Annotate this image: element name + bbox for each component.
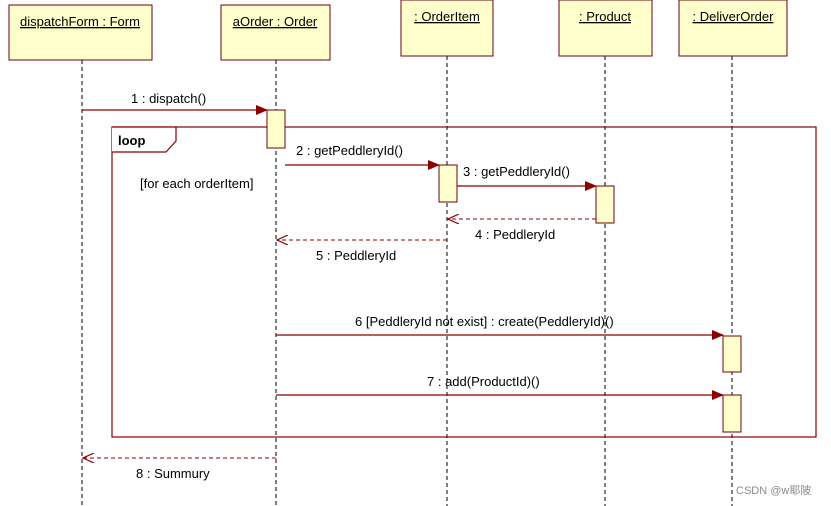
message-5[interactable]: 5 : PeddleryId <box>277 240 447 263</box>
lifeline-header-orderitem[interactable]: : OrderItem <box>400 0 494 57</box>
message-6[interactable]: 6 [PeddleryId not exist] : create(Peddle… <box>276 314 724 340</box>
watermark-text: CSDN @w耶陂 <box>736 483 811 497</box>
loop-keyword: loop <box>118 133 145 148</box>
lifeline-header-product[interactable]: : Product <box>558 0 653 57</box>
lifeline-label: : OrderItem <box>414 9 480 24</box>
lifeline-header-form[interactable]: dispatchForm : Form <box>8 4 153 61</box>
activation-deliverorder-1 <box>722 335 742 373</box>
lifeline-header-deliverorder[interactable]: : DeliverOrder <box>678 0 788 57</box>
message-8[interactable]: 8 : Summury <box>83 458 276 481</box>
message-2[interactable]: 2 : getPeddleryId() <box>285 143 440 170</box>
lifeline-label: : Product <box>579 9 631 24</box>
message-1[interactable]: 1 : dispatch() <box>82 91 268 115</box>
activation-deliverorder-2 <box>722 394 742 433</box>
lifeline-label: dispatchForm : Form <box>20 14 140 29</box>
activation-orderitem <box>438 164 458 203</box>
message-label: 3 : getPeddleryId() <box>463 164 570 179</box>
message-label: 1 : dispatch() <box>131 91 206 106</box>
message-label: 4 : PeddleryId <box>475 227 555 242</box>
lifeline-header-order[interactable]: aOrder : Order <box>220 4 331 61</box>
activation-order <box>266 109 286 149</box>
loop-guard: [for each orderItem] <box>140 176 253 191</box>
lifeline-label: : DeliverOrder <box>693 9 775 24</box>
message-4[interactable]: 4 : PeddleryId <box>448 219 596 242</box>
loop-tab <box>112 126 177 153</box>
message-7[interactable]: 7 : add(ProductId)() <box>276 374 724 400</box>
message-label: 8 : Summury <box>136 466 210 481</box>
message-label: 7 : add(ProductId)() <box>427 374 540 389</box>
message-label: 2 : getPeddleryId() <box>296 143 403 158</box>
lifeline-label: aOrder : Order <box>233 14 318 29</box>
loop-fragment[interactable]: loop [for each orderItem] <box>111 126 817 438</box>
message-label: 6 [PeddleryId not exist] : create(Peddle… <box>355 314 614 329</box>
message-3[interactable]: 3 : getPeddleryId() <box>457 164 597 191</box>
activation-product <box>595 185 615 224</box>
message-label: 5 : PeddleryId <box>316 248 396 263</box>
